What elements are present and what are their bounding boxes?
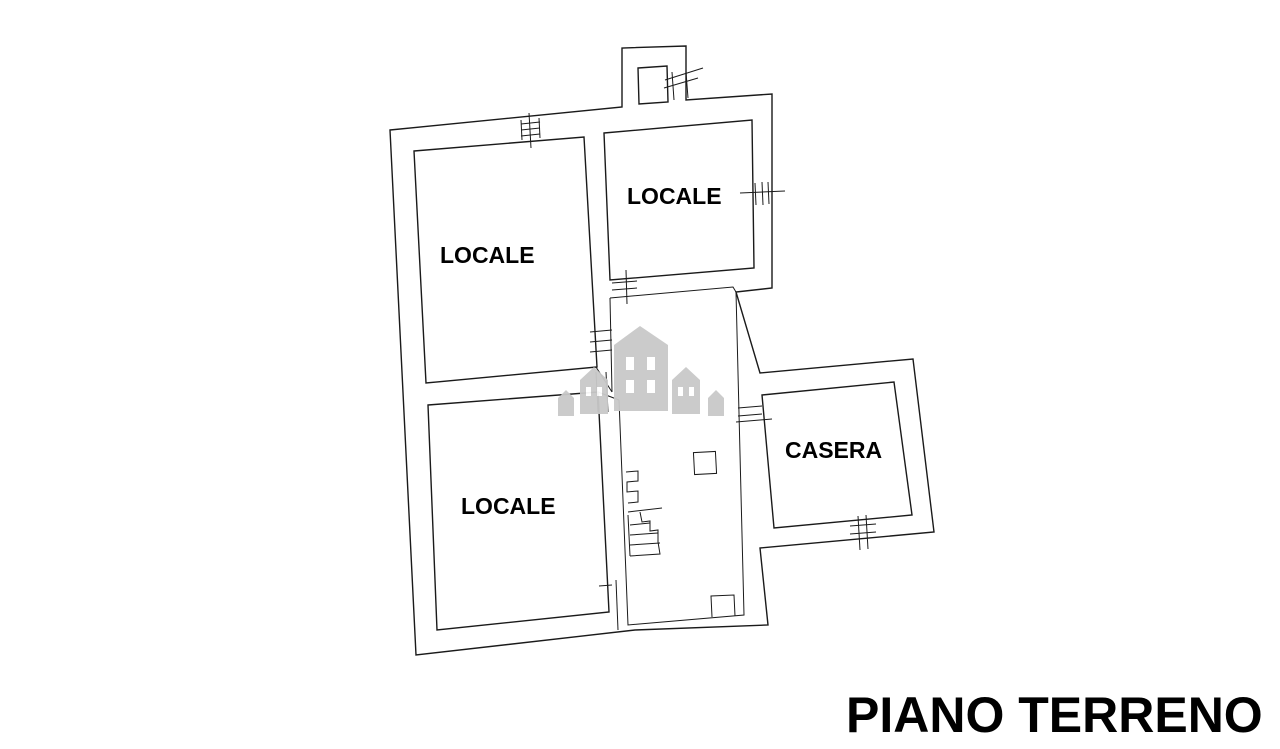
staircase bbox=[625, 470, 663, 557]
window-casera-bottom bbox=[849, 514, 877, 551]
room-casera-wall bbox=[761, 381, 913, 529]
column bbox=[692, 450, 718, 476]
door-upper-right bbox=[611, 269, 638, 305]
main-block-outer-wall bbox=[389, 45, 935, 656]
outer-walls bbox=[389, 45, 935, 656]
window-right-upper bbox=[739, 181, 786, 206]
houses-logo-icon bbox=[558, 326, 724, 416]
room-label-locale-lower-left: LOCALE bbox=[461, 493, 556, 519]
chimney-hatch bbox=[663, 67, 704, 101]
room-label-casera: CASERA bbox=[785, 437, 882, 463]
floor-title: PIANO TERRENO bbox=[846, 687, 1263, 743]
corridor bbox=[595, 286, 745, 626]
chimney-inner bbox=[637, 65, 669, 105]
openings bbox=[520, 67, 877, 631]
room-locale-upper-right-wall bbox=[603, 119, 755, 281]
room-locale-upper-left-wall bbox=[413, 136, 598, 384]
room-locale-lower-left-wall bbox=[427, 391, 610, 631]
window-top-left bbox=[520, 112, 541, 149]
door-upper-left bbox=[589, 329, 613, 353]
door-bottom-left bbox=[598, 579, 619, 631]
door-casera bbox=[735, 405, 773, 423]
bottom-niche bbox=[710, 594, 736, 618]
room-label-locale-upper-right: LOCALE bbox=[627, 183, 722, 209]
room-label-locale-upper-left: LOCALE bbox=[440, 242, 535, 268]
